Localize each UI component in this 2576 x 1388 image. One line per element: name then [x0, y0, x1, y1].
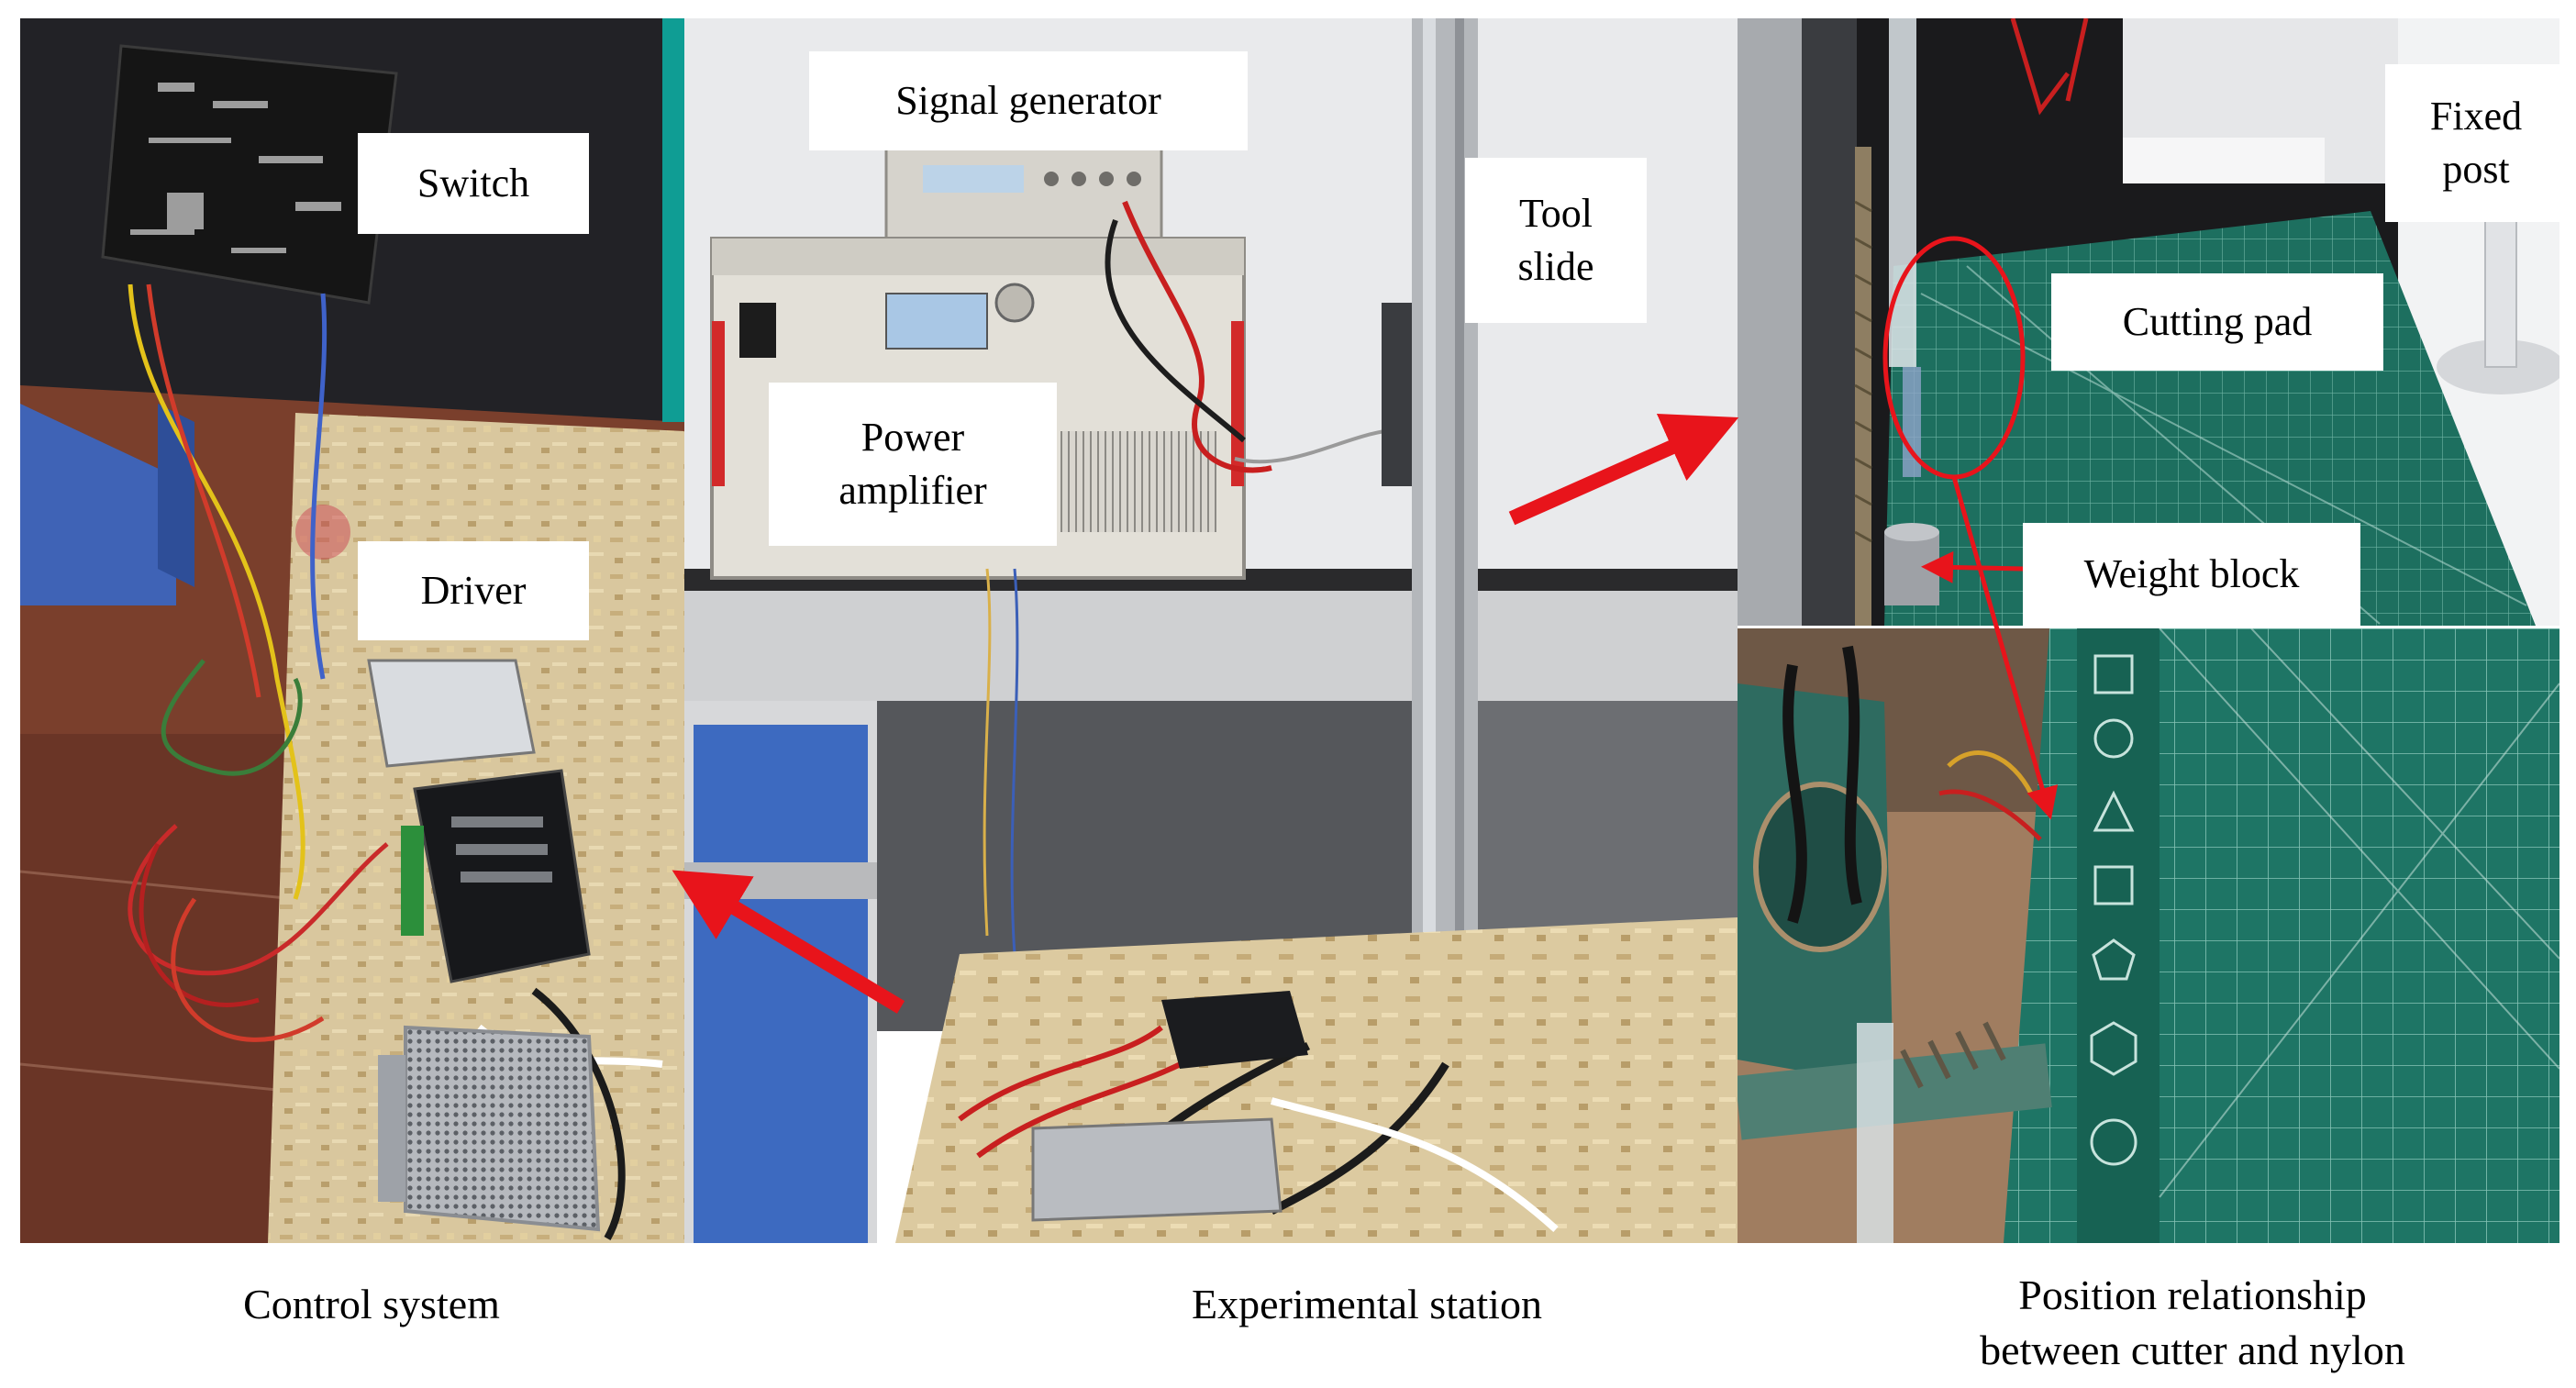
position-closeup-photo — [1738, 628, 2559, 1243]
tool-slide-label: Tool slide — [1465, 158, 1647, 323]
weight-block-label: Weight block — [2023, 523, 2360, 626]
power-amplifier-label: Power amplifier — [769, 383, 1057, 546]
control-system-caption: Control system — [243, 1281, 500, 1327]
experimental-station-caption: Experimental station — [1192, 1281, 1542, 1327]
fixed-post-label: Fixed post — [2385, 64, 2567, 222]
cutting-pad-label: Cutting pad — [2051, 273, 2383, 371]
signal-generator-label: Signal generator — [809, 51, 1248, 150]
position-relationship-caption: Position relationship between cutter and… — [1980, 1271, 2405, 1373]
switch-label: Switch — [358, 133, 589, 234]
driver-label: Driver — [358, 541, 589, 640]
